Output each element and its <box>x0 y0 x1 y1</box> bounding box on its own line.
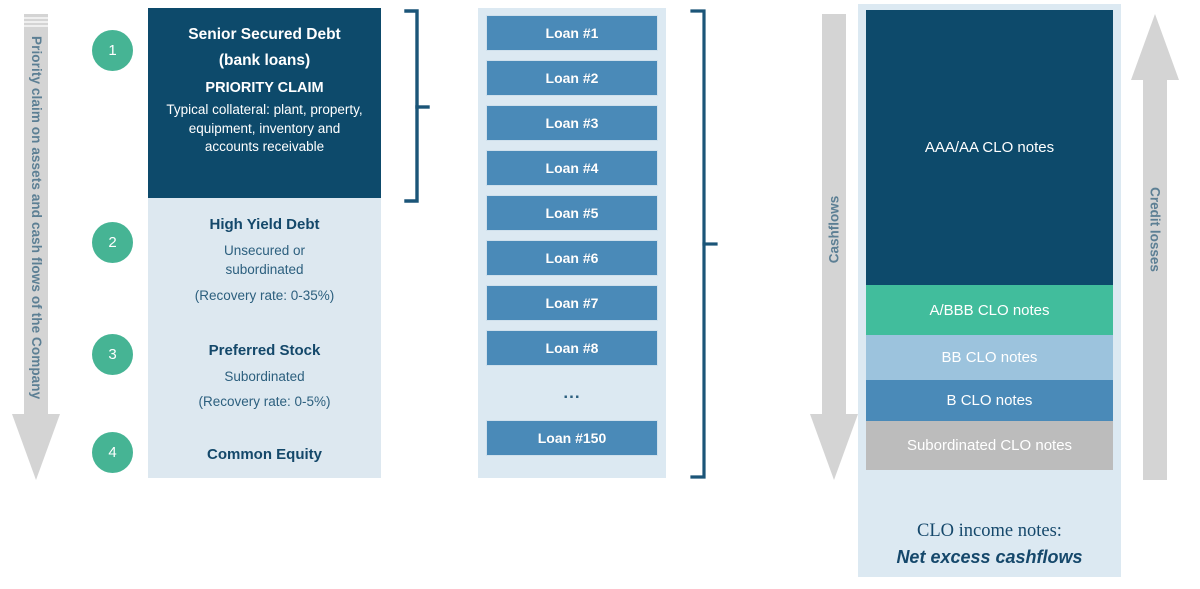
clo-tranche-a-bbb[interactable]: A/BBB CLO notes <box>866 285 1113 335</box>
loan-item[interactable]: Loan #6 <box>486 240 658 276</box>
senior-debt-priority-claim: PRIORITY CLAIM <box>205 80 324 96</box>
loan-item[interactable]: Loan #2 <box>486 60 658 96</box>
clo-income-notes-label: CLO income notes: <box>917 521 1062 541</box>
preferred-stock-recovery-rate: (Recovery rate: 0-5%) <box>198 394 331 409</box>
priority-claim-arrow-label: Priority claim on assets and cash flows … <box>29 36 44 400</box>
loan-item[interactable]: Loan #5 <box>486 195 658 231</box>
senior-debt-subtitle: (bank loans) <box>218 52 311 69</box>
right-bracket-icon <box>690 9 718 479</box>
up-arrow-icon <box>1131 14 1179 480</box>
loan-item[interactable]: Loan #7 <box>486 285 658 321</box>
clo-tranche-stack: AAA/AA CLO notes A/BBB CLO notes BB CLO … <box>866 10 1113 470</box>
loan-item[interactable]: Loan #8 <box>486 330 658 366</box>
high-yield-debt-line-1: Unsecured or <box>223 243 306 258</box>
step-number-3: 3 <box>92 334 133 375</box>
down-arrow-icon <box>810 14 858 480</box>
loan-item[interactable]: Loan #3 <box>486 105 658 141</box>
loan-item[interactable]: Loan #1 <box>486 15 658 51</box>
step-number-2: 2 <box>92 222 133 263</box>
down-arrow-icon <box>12 14 60 480</box>
loan-item[interactable]: Loan #4 <box>486 150 658 186</box>
common-equity-block: Common Equity <box>148 446 381 463</box>
preferred-stock-title: Preferred Stock <box>208 342 321 359</box>
net-excess-cashflows-label: Net excess cashflows <box>896 547 1083 567</box>
step-number-4: 4 <box>92 432 133 473</box>
clo-tranche-aaa-aa[interactable]: AAA/AA CLO notes <box>866 10 1113 285</box>
right-bracket-icon <box>404 9 430 203</box>
loan-pool-bracket <box>690 8 718 480</box>
preferred-stock-block: Preferred Stock Subordinated (Recovery r… <box>148 342 381 411</box>
capital-structure-column: Senior Secured Debt (bank loans) PRIORIT… <box>148 8 381 478</box>
senior-debt-bracket <box>404 8 430 204</box>
senior-debt-detail: Typical collateral: plant, property, equ… <box>166 102 363 154</box>
clo-tranche-subordinated[interactable]: Subordinated CLO notes <box>866 421 1113 470</box>
high-yield-debt-line-2: subordinated <box>225 262 304 277</box>
step-number-1: 1 <box>92 30 133 71</box>
clo-tranche-bb[interactable]: BB CLO notes <box>866 335 1113 380</box>
cashflows-arrow-label: Cashflows <box>826 195 842 264</box>
high-yield-debt-recovery-rate: (Recovery rate: 0-35%) <box>194 288 335 303</box>
clo-tranche-b[interactable]: B CLO notes <box>866 380 1113 421</box>
loan-pool-container: Loan #1 Loan #2 Loan #3 Loan #4 Loan #5 … <box>478 8 666 478</box>
priority-claim-arrow: Priority claim on assets and cash flows … <box>12 14 60 480</box>
cashflows-arrow: Cashflows <box>810 14 858 485</box>
clo-income-notes-footer: CLO income notes: Net excess cashflows <box>858 519 1121 570</box>
preferred-stock-line-1: Subordinated <box>224 369 305 384</box>
clo-structure-column: AAA/AA CLO notes A/BBB CLO notes BB CLO … <box>858 4 1121 577</box>
loan-item-last[interactable]: Loan #150 <box>486 420 658 456</box>
senior-debt-title: Senior Secured Debt <box>188 26 341 43</box>
junior-capital-block: High Yield Debt Unsecured or subordinate… <box>148 198 381 478</box>
senior-secured-debt-block: Senior Secured Debt (bank loans) PRIORIT… <box>148 8 381 198</box>
high-yield-debt-title: High Yield Debt <box>209 216 320 233</box>
high-yield-debt-block: High Yield Debt Unsecured or subordinate… <box>148 216 381 305</box>
common-equity-title: Common Equity <box>207 446 322 463</box>
credit-losses-arrow: Credit losses <box>1131 14 1179 485</box>
loan-list-ellipsis: ... <box>563 383 581 402</box>
credit-losses-arrow-label: Credit losses <box>1147 187 1163 272</box>
